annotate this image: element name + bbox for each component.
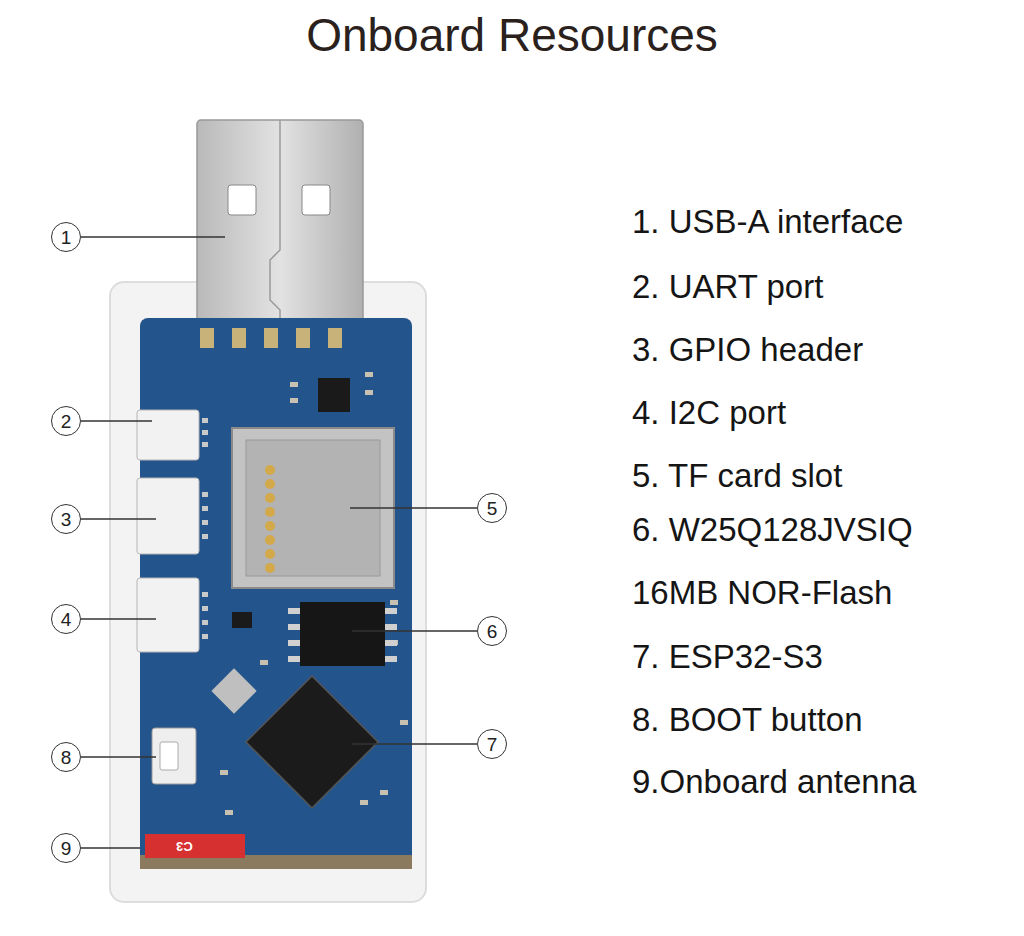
callout-number: 1 <box>61 228 72 247</box>
callout-number: 7 <box>487 735 498 754</box>
part-label: 16MB NOR-Flash <box>632 573 892 613</box>
part-label: 5. TF card slot <box>632 456 842 496</box>
part-label: 1. USB-A interface <box>632 202 903 242</box>
callout-circle: 1 <box>51 222 81 252</box>
callout-circle: 4 <box>51 604 81 634</box>
part-label: 8. BOOT button <box>632 700 863 740</box>
callout-circle: 9 <box>51 833 81 863</box>
callout-number: 6 <box>487 622 498 641</box>
callout-number: 3 <box>61 510 72 529</box>
silkscreen-text: C3 <box>176 840 193 853</box>
callout-number: 8 <box>61 748 72 767</box>
callout-circle: 5 <box>477 493 507 523</box>
part-label: 4. I2C port <box>632 393 786 433</box>
part-label: 9.Onboard antenna <box>632 762 916 802</box>
callout-number: 9 <box>61 839 72 858</box>
callout-number: 4 <box>61 610 72 629</box>
callout-circle: 2 <box>51 406 81 436</box>
callout-number: 2 <box>61 412 72 431</box>
part-label: 2. UART port <box>632 267 823 307</box>
callout-number: 5 <box>487 499 498 518</box>
callout-circle: 7 <box>477 729 507 759</box>
part-label: 6. W25Q128JVSIQ <box>632 510 913 550</box>
callout-circle: 3 <box>51 504 81 534</box>
callout-circle: 8 <box>51 742 81 772</box>
part-label: 7. ESP32-S3 <box>632 637 823 677</box>
title: Onboard Resources <box>0 8 1024 62</box>
callout-circle: 6 <box>477 616 507 646</box>
part-label: 3. GPIO header <box>632 330 863 370</box>
